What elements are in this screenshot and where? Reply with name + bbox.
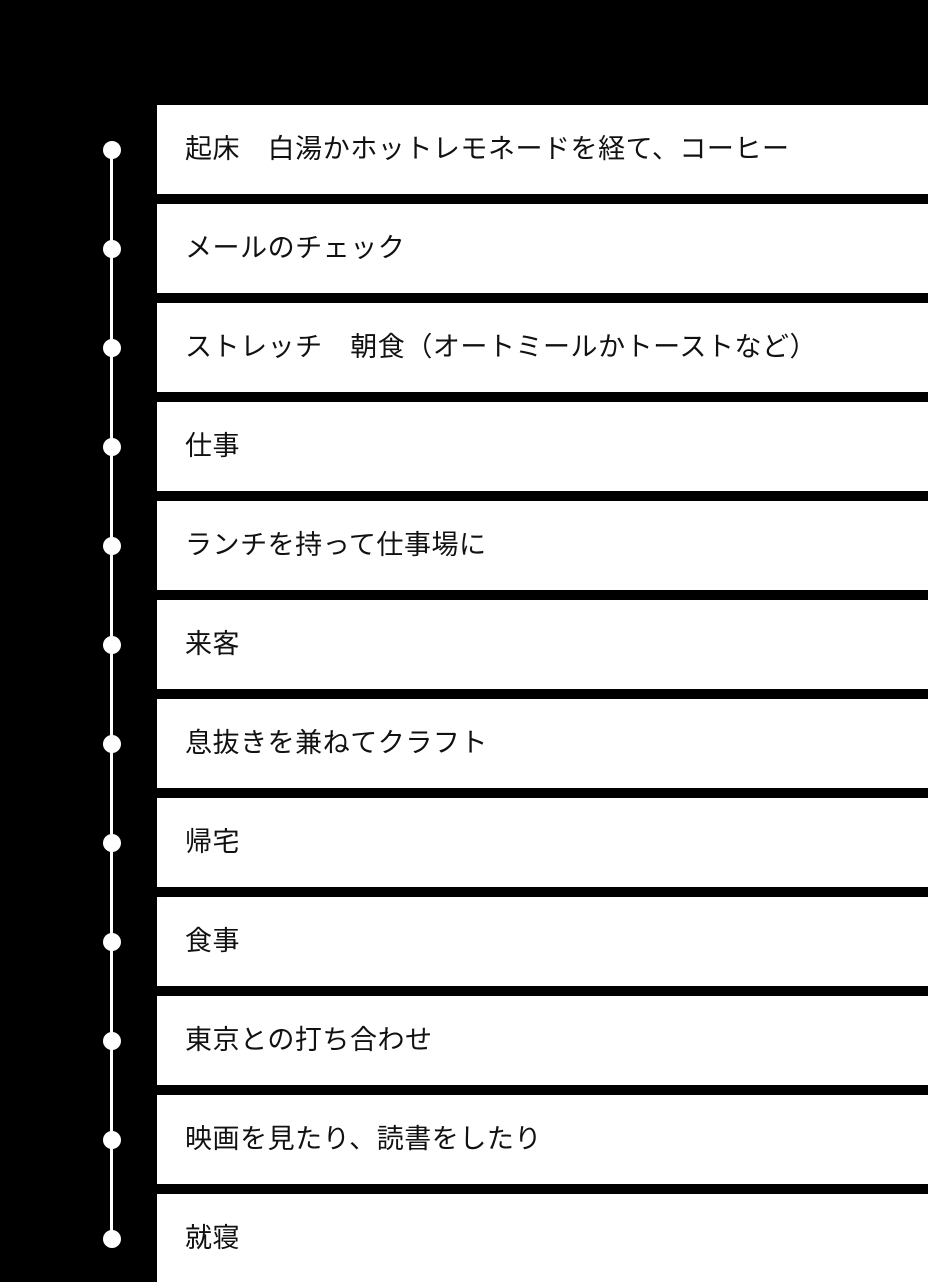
- timeline-dot-icon: [103, 1130, 121, 1149]
- timeline-card-label: 就寝: [185, 1222, 241, 1254]
- timeline-card[interactable]: 起床 白湯かホットレモネードを経て、コーヒー: [157, 105, 928, 194]
- timeline-card-list: 起床 白湯かホットレモネードを経て、コーヒーメールのチェックストレッチ 朝食（オ…: [157, 105, 928, 1282]
- timeline-dot-icon: [103, 734, 121, 753]
- timeline-dot-icon: [103, 338, 121, 357]
- timeline-card[interactable]: 食事: [157, 897, 928, 986]
- timeline-connector-line: [110, 150, 113, 1237]
- timeline-card-label: 食事: [185, 925, 241, 957]
- timeline-dot-icon: [103, 833, 121, 852]
- timeline-card-label: 映画を見たり、読書をしたり: [185, 1123, 542, 1155]
- timeline-dot-icon: [103, 140, 121, 159]
- timeline-dot-icon: [103, 536, 121, 555]
- timeline-card[interactable]: 来客: [157, 600, 928, 689]
- timeline-card-label: 起床 白湯かホットレモネードを経て、コーヒー: [185, 133, 790, 165]
- timeline-dot-icon: [103, 1229, 121, 1248]
- timeline-card-label: 息抜きを兼ねてクラフト: [185, 727, 488, 759]
- timeline-card[interactable]: メールのチェック: [157, 204, 928, 293]
- timeline-card[interactable]: 映画を見たり、読書をしたり: [157, 1095, 928, 1184]
- timeline-rail: [0, 0, 157, 1282]
- timeline-dot-icon: [103, 635, 121, 654]
- timeline-card[interactable]: ストレッチ 朝食（オートミールかトーストなど）: [157, 303, 928, 392]
- timeline-card[interactable]: 東京との打ち合わせ: [157, 996, 928, 1085]
- timeline-card-label: ストレッチ 朝食（オートミールかトーストなど）: [185, 331, 818, 363]
- timeline-card[interactable]: 仕事: [157, 402, 928, 491]
- timeline-card-label: 来客: [185, 628, 241, 660]
- timeline-card[interactable]: 息抜きを兼ねてクラフト: [157, 699, 928, 788]
- timeline-card-label: 仕事: [185, 430, 241, 462]
- timeline-dot-icon: [103, 437, 121, 456]
- timeline-card-label: ランチを持って仕事場に: [185, 529, 487, 561]
- timeline-card-label: 東京との打ち合わせ: [185, 1024, 433, 1056]
- timeline-dot-icon: [103, 1031, 121, 1050]
- timeline-card-label: 帰宅: [185, 826, 241, 858]
- timeline-card-label: メールのチェック: [185, 232, 406, 264]
- timeline-card[interactable]: 就寝: [157, 1194, 928, 1282]
- timeline-card[interactable]: ランチを持って仕事場に: [157, 501, 928, 590]
- timeline-card[interactable]: 帰宅: [157, 798, 928, 887]
- timeline-dot-icon: [103, 932, 121, 951]
- timeline-dot-icon: [103, 239, 121, 258]
